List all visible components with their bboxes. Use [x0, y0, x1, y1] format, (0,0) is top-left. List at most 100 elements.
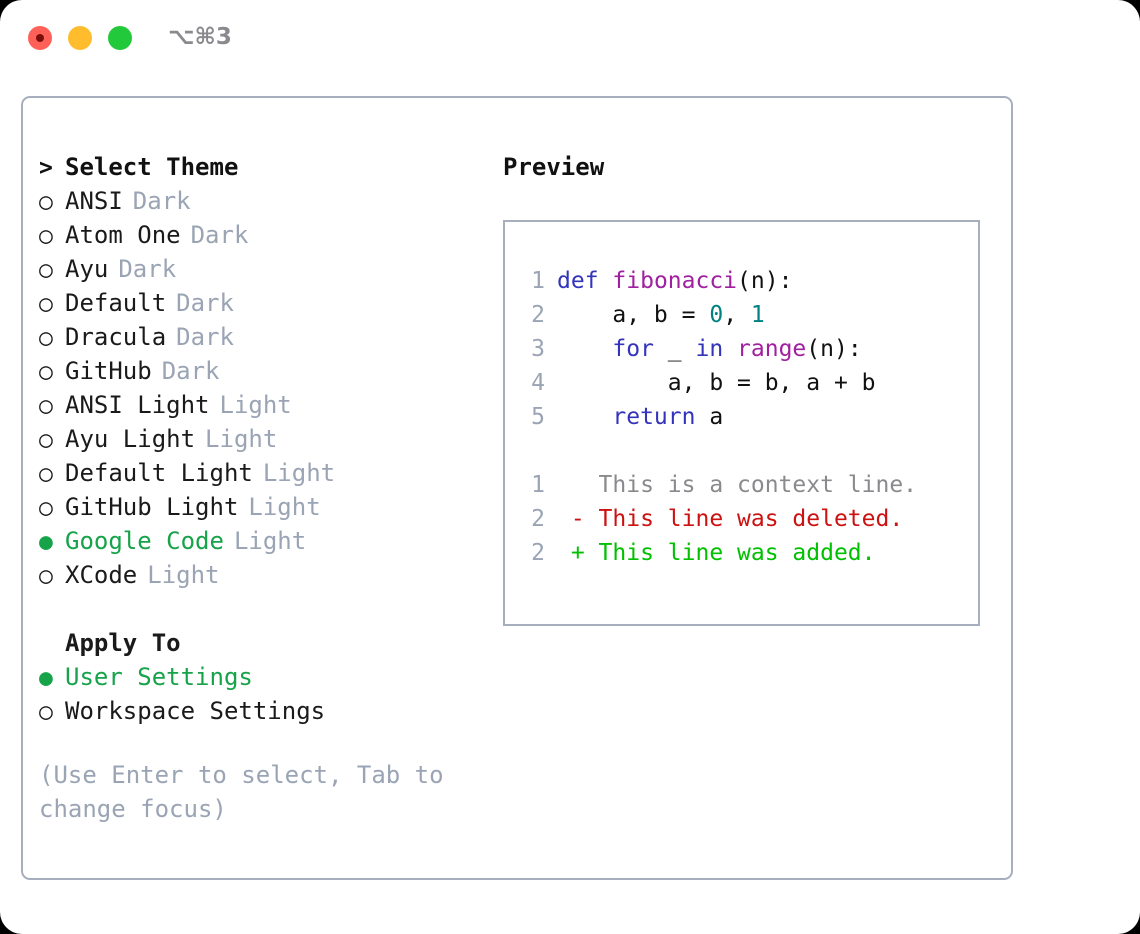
code-token-plain: a, b = b, a + b [557, 370, 876, 396]
code-token-fn: range [737, 336, 807, 362]
radio-unselected-icon[interactable]: ○ [39, 495, 53, 521]
radio-unselected-icon[interactable]: ○ [39, 563, 53, 589]
code-line: 4 a, b = b, a + b [519, 366, 978, 400]
radio-unselected-icon[interactable]: ○ [39, 359, 53, 385]
diff-line-number: 2 [531, 540, 545, 566]
theme-variant-label: Light [248, 493, 321, 521]
code-line-number: 4 [531, 370, 545, 396]
minimize-button[interactable] [68, 26, 92, 50]
code-line: 3 for _ in range(n): [519, 332, 978, 366]
code-token-kw: for [612, 336, 654, 362]
preview-gap [519, 434, 978, 468]
close-button[interactable] [28, 26, 52, 50]
radio-unselected-icon[interactable]: ○ [39, 257, 53, 283]
preview-title: Preview [503, 153, 605, 181]
radio-unselected-icon[interactable]: ○ [39, 427, 53, 453]
radio-selected-icon[interactable]: ● [39, 665, 53, 691]
code-line-content: a, b = 0, 1 [557, 298, 765, 332]
code-line-content: a, b = b, a + b [557, 366, 876, 400]
title-bar: ⌥⌘3 [0, 0, 1140, 78]
radio-unselected-icon[interactable]: ○ [39, 189, 53, 215]
code-token-num: 0 [709, 302, 724, 328]
code-line-number: 3 [531, 336, 545, 362]
code-token-plain: , [723, 302, 751, 328]
code-token-fn: fibonacci [612, 268, 738, 294]
code-line-number: 1 [531, 268, 545, 294]
theme-name: GitHub [65, 357, 152, 385]
radio-unselected-icon[interactable]: ○ [39, 223, 53, 249]
prompt-caret-icon: > [39, 155, 53, 181]
code-token-num: 1 [750, 302, 765, 328]
radio-selected-icon[interactable]: ● [39, 529, 53, 555]
code-token-plain [557, 404, 612, 430]
theme-name: Default Light [65, 459, 253, 487]
code-token-plain: a [695, 404, 724, 430]
apply-to-label: Workspace Settings [65, 697, 326, 725]
diff-line: 1 This is a context line. [519, 468, 978, 502]
code-line: 5 return a [519, 400, 978, 434]
theme-name: XCode [65, 561, 138, 589]
diff-line-number: 2 [531, 506, 545, 532]
code-line-content: def fibonacci(n): [557, 264, 792, 298]
theme-name: ANSI [65, 187, 123, 215]
theme-list-item[interactable]: ○ ANSI Dark [39, 184, 469, 218]
code-token-plain: (n): [737, 268, 793, 294]
code-line-content: for _ in range(n): [557, 332, 862, 366]
radio-unselected-icon[interactable]: ○ [39, 325, 53, 351]
list-spacer [39, 592, 469, 626]
code-token-plain: (n): [806, 336, 862, 362]
diff-line-content: - This line was deleted. [557, 506, 904, 532]
code-token-plain [599, 268, 613, 294]
apply-to-list: ●User Settings ○ Workspace Settings [39, 660, 469, 728]
diff-line-content: + This line was added. [557, 540, 876, 566]
theme-variant-label: Dark [118, 255, 177, 283]
theme-picker-title: Select Theme [65, 153, 239, 181]
diff-line-content: This is a context line. [557, 472, 918, 498]
apply-to-item[interactable]: ●User Settings [39, 660, 469, 694]
theme-name: ANSI Light [65, 391, 210, 419]
theme-name: Ayu [65, 255, 109, 283]
radio-unselected-icon[interactable]: ○ [39, 699, 53, 725]
theme-list-item[interactable]: ○ Default Light Light [39, 456, 469, 490]
theme-variant-label: Dark [190, 221, 249, 249]
theme-name: Default [65, 289, 167, 317]
code-line: 1 def fibonacci(n): [519, 264, 978, 298]
radio-unselected-icon[interactable]: ○ [39, 291, 53, 317]
theme-name: Atom One [65, 221, 181, 249]
code-token-plain: _ [653, 336, 696, 362]
code-token-kw: def [557, 268, 599, 294]
code-token-plain: a, b = [557, 302, 710, 328]
diff-sample: 1 This is a context line. 2 - This line w… [519, 468, 978, 570]
theme-list-item[interactable]: ○ Default Dark [39, 286, 469, 320]
theme-variant-label: Dark [132, 187, 191, 215]
theme-list-item[interactable]: ○ Ayu Dark [39, 252, 469, 286]
apply-to-marker-placeholder: ○ [39, 627, 65, 661]
theme-list-item[interactable]: ○ Atom One Dark [39, 218, 469, 252]
theme-name: GitHub Light [65, 493, 239, 521]
theme-list-item[interactable]: ○ GitHub Light Light [39, 490, 469, 524]
theme-name: Ayu Light [65, 425, 196, 453]
theme-variant-label: Dark [176, 289, 234, 317]
code-token-kw: in [695, 336, 724, 362]
apply-to-item[interactable]: ○ Workspace Settings [39, 694, 469, 728]
radio-unselected-icon[interactable]: ○ [39, 393, 53, 419]
radio-unselected-icon[interactable]: ○ [39, 461, 53, 487]
apply-to-header: ○ Apply To [39, 626, 469, 660]
theme-variant-label: Light [262, 459, 336, 487]
code-line: 2 a, b = 0, 1 [519, 298, 978, 332]
theme-name: Dracula [65, 323, 167, 351]
theme-variant-label: Light [233, 527, 307, 555]
maximize-button[interactable] [108, 26, 132, 50]
